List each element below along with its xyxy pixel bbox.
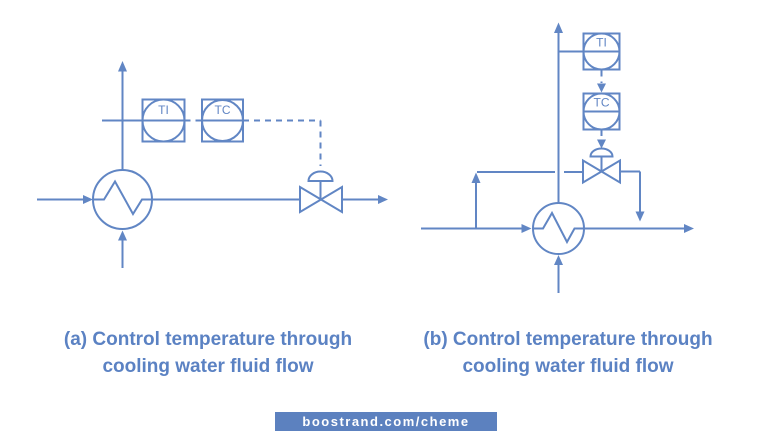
caption-a-line1: (a) Control temperature through [63,329,353,350]
inlet-arrow-icon-b [521,224,532,233]
signal-arrow-icon-tc-valve-b [597,139,606,149]
watermark-text: boostrand.com/cheme [302,414,470,429]
tc-tag-b: TC [594,96,610,110]
outlet-arrow-icon-b [684,224,694,233]
tc-instrument-b: TC [582,92,621,131]
caption-a: (a) Control temperature through cooling … [28,326,388,380]
valve-body-a [299,185,343,214]
caption-b-line1: (b) Control temperature through [423,329,713,350]
bottom-up-arrow-icon-b [554,255,563,265]
caption-b: (b) Control temperature through cooling … [388,326,748,380]
exchanger-coil-zigzag-b [533,210,584,245]
up-arrow-icon-a [118,61,127,72]
ti-tag-b: TI [596,36,607,50]
valve-actuator-dome-b [589,147,614,158]
signal-arrow-icon-ti-tc-b [597,83,606,93]
caption-b-line2: cooling water fluid flow [462,356,674,377]
ti-tag-a: TI [158,103,169,117]
ti-instrument-a: TI [141,98,186,143]
exchanger-coil-zigzag-a [93,179,152,216]
caption-a-line2: cooling water fluid flow [102,356,314,377]
valve-body-b [582,158,621,185]
pid-diagrams: TI TC [37,22,694,293]
diagram-a: TI TC [37,61,388,268]
watermark-badge: boostrand.com/cheme [275,412,497,431]
tc-instrument-a: TC [201,98,244,143]
up-arrow-icon-b [554,22,563,33]
valve-actuator-dome-a [307,170,334,182]
control-valve-b [582,147,621,185]
outlet-arrow-icon-a [378,195,388,204]
inlet-arrow-icon-a [83,195,93,204]
diagram-b: TI TC [421,22,694,293]
bypass-down-arrow-icon-b [635,211,645,222]
bottom-up-arrow-icon-a [118,230,127,241]
bypass-up-arrow-icon-b [471,172,481,183]
control-valve-a [299,170,343,214]
tc-tag-a: TC [215,103,231,117]
ti-instrument-b: TI [582,32,621,71]
